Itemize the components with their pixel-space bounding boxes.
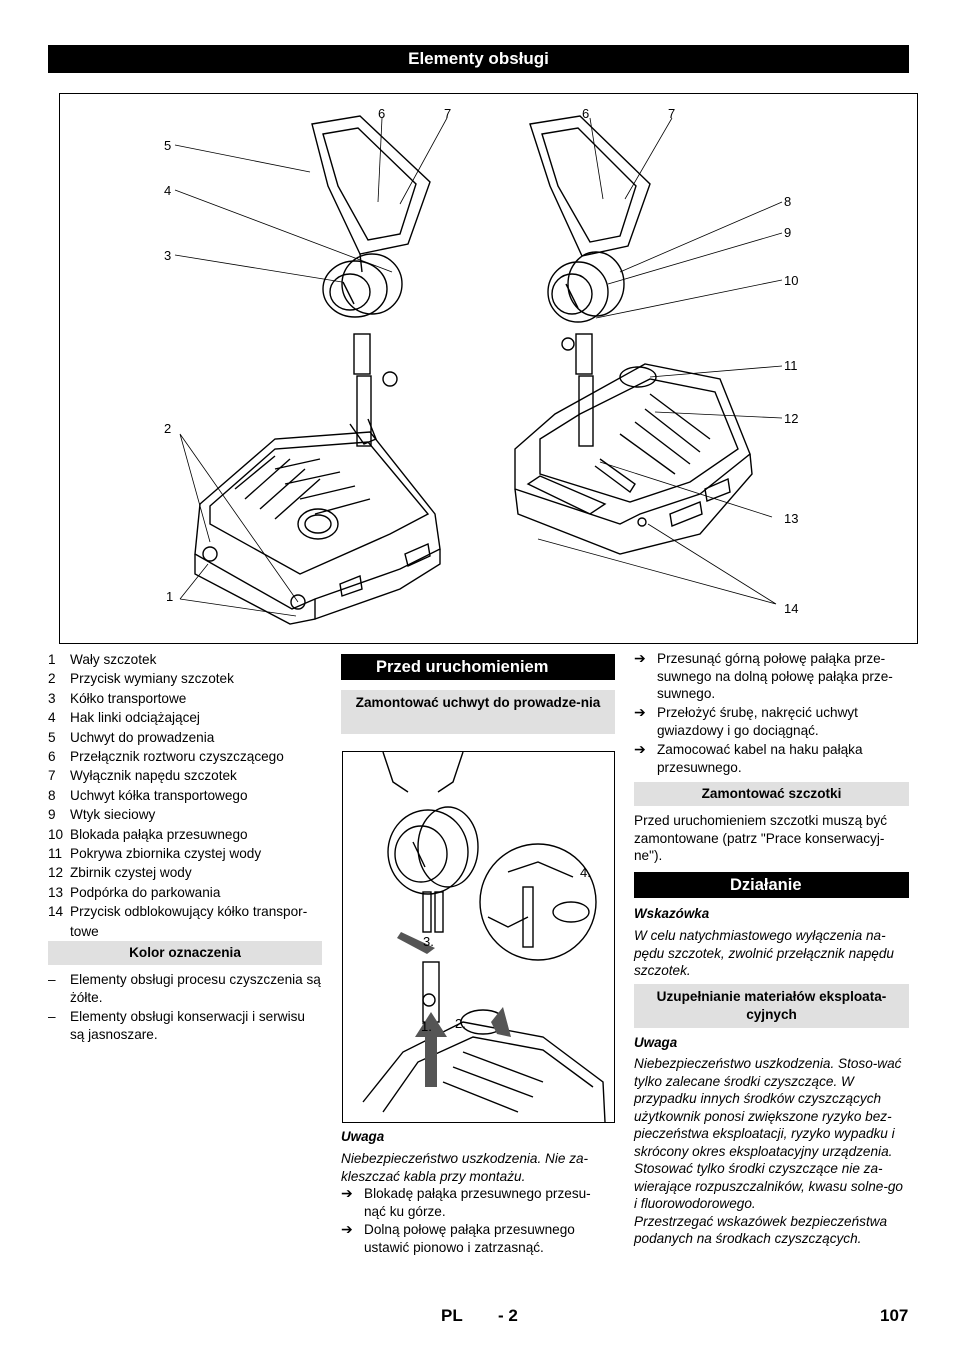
callout-4: 4 [164,183,171,198]
step-item: ➔Blokadę pałąka przesuwnego przesu-nąć k… [341,1185,591,1219]
callout-12: 12 [784,411,798,426]
callout-6-left: 6 [378,106,385,121]
callout-3: 3 [164,248,171,263]
mount-handle-heading: Zamontować uchwyt do prowadze-nia [341,690,615,734]
callout-7-left: 7 [444,106,451,121]
machine-overview-figure: 5 4 3 6 7 2 1 6 7 8 9 10 11 12 13 14 [59,93,918,644]
callout-7-right: 7 [668,106,675,121]
note-heading-right: Uwaga [634,1035,678,1050]
mount-handle-figure: 3. 1. 2. 4. [342,751,615,1123]
color-item: –Elementy obsługi procesu czyszczenia są… [48,972,321,1005]
mount-handle-illustration: 3. 1. 2. 4. [362,751,606,1123]
callout-14: 14 [784,601,798,616]
callout-1: 1 [166,589,173,604]
callout-13: 13 [784,511,798,526]
arrow-right-icon: ➔ [341,1221,353,1237]
footer-language: PL [441,1306,463,1325]
note-text-mid: Niebezpieczeństwo uszkodzenia. Nie za-kl… [341,1151,589,1184]
arrow-right-icon: ➔ [341,1185,353,1201]
callout-6-right: 6 [582,106,589,121]
callout-10: 10 [784,273,798,288]
footer-section: - 2 [498,1306,518,1325]
machine-illustration: 5 4 3 6 7 2 1 6 7 8 9 10 11 12 13 14 [164,106,798,625]
callout-2: 2 [164,421,171,436]
mount-brushes-text: Przed uruchomieniem szczotki muszą być z… [634,813,888,863]
note-heading-mid: Uwaga [341,1129,385,1144]
step-2-label: 2. [455,1016,466,1031]
hint-text: W celu natychmiastowego wyłączenia na-pę… [634,928,894,978]
section-title-controls: Elementy obsługi [48,45,909,73]
color-coding-heading: Kolor oznaczenia [48,941,322,965]
color-item: –Elementy obsługi konserwacji i serwisu … [48,1009,305,1042]
callout-5: 5 [164,138,171,153]
step-3-label: 3. [423,934,434,949]
step-item: ➔Przesunąć górną połowę pałąka prze-suwn… [634,650,893,701]
step-4-label: 4. [580,865,591,880]
section-title-operation: Działanie [634,872,909,898]
note-text-right: Niebezpieczeństwo uszkodzenia. Stoso-wać… [634,1056,903,1246]
step-item: ➔Zamocować kabel na haku pałąka przesuwn… [634,741,863,775]
callout-8: 8 [784,194,791,209]
mount-brushes-heading: Zamontować szczotki [634,782,909,806]
step-item: ➔Dolną połowę pałąka przesuwnego ustawić… [341,1221,575,1255]
step-item: ➔Przełożyć śrubę, nakręcić uchwyt gwiazd… [634,704,858,738]
hint-heading: Wskazówka [634,906,710,921]
arrow-right-icon: ➔ [634,704,646,720]
callout-11: 11 [784,358,798,373]
step-1-label: 1. [421,1019,432,1034]
callout-9: 9 [784,225,791,240]
arrow-right-icon: ➔ [634,650,646,666]
refill-heading: Uzupełnianie materiałów eksploata-cyjnyc… [634,984,909,1028]
arrow-right-icon: ➔ [634,741,646,757]
page-number: 107 [880,1306,909,1325]
section-title-before-start: Przed uruchomieniem [341,654,615,680]
